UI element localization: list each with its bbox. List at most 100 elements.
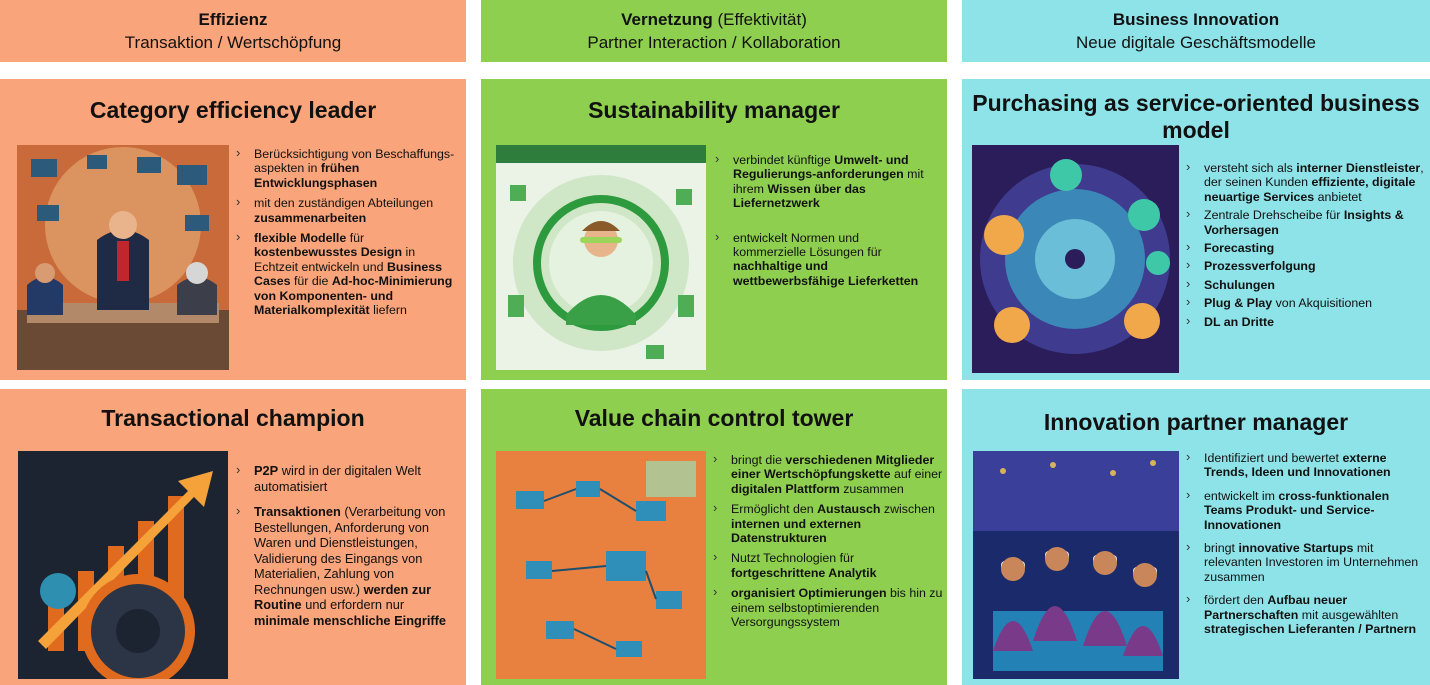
bullet-item: Ermöglicht den Austausch zwischen intern… — [707, 501, 943, 546]
illustration-business-meeting — [17, 145, 229, 370]
bullet-text: (Verarbeitung von Bestellungen, Anforder… — [254, 504, 446, 597]
bullet-text-bold: digitalen Plattform — [731, 481, 840, 496]
column-header-business-innovation: Business Innovation Neue digitale Geschä… — [962, 0, 1430, 62]
card-purchasing-service-model: Purchasing as service-oriented business … — [962, 79, 1430, 380]
bullet-text: bringt — [1204, 541, 1239, 556]
bullet-text-bold: internen und externen Datenstrukturen — [731, 516, 862, 546]
bullet-text-bold: innovative Startups — [1238, 541, 1354, 556]
bullet-text-bold: Schulungen — [1204, 277, 1275, 292]
bullet-text: entwickelt Normen und kommerzielle Lösun… — [733, 230, 882, 260]
bullet-text: verbindet künftige — [733, 153, 835, 167]
bullet-text-bold: Wissen über das Liefernetzwerk — [733, 181, 866, 211]
bullet-text-bold: fortgeschrittene Analytik — [731, 565, 877, 580]
bullet-item: DL an Dritte — [1180, 314, 1426, 329]
illustration-service-hub — [972, 145, 1179, 373]
bullet-text: mit ihrem — [733, 167, 924, 196]
bullet-text-bold: cross-funktionalen Teams Produkt- und Se… — [1204, 488, 1390, 532]
bullet-text: zusammen — [839, 481, 904, 496]
bullet-list: bringt die verschiedenen Mitglieder eine… — [707, 452, 943, 635]
bullet-text: für die — [290, 274, 332, 289]
bullet-text-bold: interner Dienstleister — [1296, 161, 1421, 175]
bullet-text: mit relevanten Investoren im Unternehmen… — [1204, 541, 1419, 584]
bullet-item: Nutzt Technologien für fortgeschrittene … — [707, 550, 943, 580]
bullet-item: organisiert Optimierungen bis hin zu ein… — [707, 585, 943, 630]
bullet-text-bold: organisiert Optimierungen — [731, 586, 887, 601]
bullet-text: für — [346, 231, 365, 246]
bullet-item: flexible Modelle für kostenbewusstes Des… — [230, 230, 462, 318]
bullet-text-bold: Forecasting — [1204, 241, 1275, 256]
bullet-text-bold: nachhaltige und wettbewerbsfähige Liefer… — [733, 259, 919, 288]
bullet-text: versteht sich als — [1204, 161, 1297, 175]
bullet-text-bold: effiziente, digitale neuartige Services — [1204, 175, 1416, 204]
illustration-automation — [18, 451, 228, 679]
column-header-networking: Vernetzung (Effektivität) Partner Intera… — [481, 0, 947, 62]
bullet-item: Forecasting — [1180, 240, 1426, 256]
bullet-text-bold: DL an Dritte — [1204, 314, 1274, 329]
bullet-item: P2P wird in der digitalen Welt automatis… — [230, 462, 462, 494]
bullet-text: von Akquisitionen — [1272, 296, 1373, 311]
bullet-text-bold: Aufbau neuer Partnerschaften — [1204, 593, 1348, 622]
bullet-text-bold: Business Cases — [254, 259, 443, 289]
bullet-text: anbietet — [1314, 189, 1362, 204]
card-title: Value chain control tower — [574, 405, 854, 431]
bullet-item: Plug & Play von Akquisitionen — [1180, 295, 1426, 311]
card-value-chain-control-tower: Value chain control tower bringt die ver… — [481, 389, 947, 685]
bullet-list: Identifiziert und bewertet externe Trend… — [1180, 450, 1426, 642]
bullet-text: mit den zuständigen Abteilungen — [254, 196, 434, 211]
bullet-item: entwickelt Normen und kommerzielle Lösun… — [709, 230, 935, 289]
bullet-list: Berücksichtigung von Beschaffungs-aspekt… — [230, 146, 462, 323]
bullet-text: auf einer — [890, 467, 943, 482]
bullet-item: bringt innovative Startups mit relevante… — [1180, 540, 1426, 584]
bullet-item: Berücksichtigung von Beschaffungs-aspekt… — [230, 146, 462, 190]
bullet-item: Identifiziert und bewertet externe Trend… — [1180, 450, 1426, 480]
bullet-text-bold: externe Trends, Ideen und Innovationen — [1204, 451, 1391, 480]
bullet-text: zwischen — [880, 502, 935, 517]
bullet-item: mit den zuständigen Abteilungen zusammen… — [230, 195, 462, 225]
bullet-text: bis hin zu einem selbstoptimierenden Ver… — [731, 586, 943, 630]
bullet-item: Transaktionen (Verarbeitung von Bestellu… — [230, 503, 462, 628]
bullet-item: entwickelt im cross-funktionalen Teams P… — [1180, 488, 1426, 532]
bullet-text-bold: werden zur Routine — [254, 581, 432, 613]
bullet-list: verbindet künftige Umwelt- und Regulieru… — [709, 152, 935, 294]
bullet-text: , der seinen Kunden — [1204, 161, 1424, 190]
bullet-text-bold: frühen Entwicklungsphasen — [254, 161, 378, 190]
column-title: Business Innovation — [1112, 10, 1280, 29]
bullet-text-bold: Ad-hoc-Minimierung von Komponenten- und … — [254, 274, 453, 318]
bullet-text: liefern — [369, 303, 407, 318]
bullet-text-bold: Prozessverfolgung — [1204, 259, 1316, 274]
bullet-text-bold: verschiedenen Mitglieder einer Wertschöp… — [731, 453, 935, 482]
bullet-text-bold: strategischen Lieferanten / Partnern — [1204, 622, 1417, 637]
illustration-sustainability — [496, 145, 706, 370]
column-subtitle: Transaktion / Wertschöpfung — [124, 33, 342, 52]
card-title: Innovation partner manager — [1043, 409, 1349, 435]
bullet-text-bold: minimale menschliche Eingriffe — [254, 612, 447, 628]
bullet-text-bold: Insights & Vorhersagen — [1204, 208, 1404, 237]
bullet-item: Zentrale Drehscheibe für Insights & Vorh… — [1180, 207, 1426, 237]
bullet-item: verbindet künftige Umwelt- und Regulieru… — [709, 152, 935, 211]
column-title: Vernetzung — [621, 10, 713, 29]
bullet-list: versteht sich als interner Dienstleister… — [1180, 160, 1426, 333]
column-title: Effizienz — [198, 10, 268, 29]
column-header-efficiency: Effizienz Transaktion / Wertschöpfung — [0, 0, 466, 62]
bullet-text-bold: Transaktionen — [254, 504, 341, 519]
bullet-list: P2P wird in der digitalen Welt automatis… — [230, 462, 462, 634]
bullet-text-bold: Plug & Play — [1204, 296, 1273, 311]
bullet-item: bringt die verschiedenen Mitglieder eine… — [707, 452, 943, 496]
illustration-vr-team — [973, 451, 1179, 679]
bullet-text: und erfordern nur — [301, 597, 405, 612]
bullet-text: Identifiziert und bewertet — [1204, 451, 1343, 465]
bullet-text: bringt die — [731, 453, 786, 467]
bullet-text-bold: kostenbewusstes Design — [254, 245, 403, 260]
card-title: Category efficiency leader — [89, 97, 377, 123]
illustration-control-tower — [496, 451, 706, 679]
bullet-text: Ermöglicht den — [731, 502, 818, 517]
card-sustainability-manager: Sustainability manager verbindet künftig… — [481, 79, 947, 380]
bullet-text: in Echtzeit entwickeln und — [254, 245, 416, 274]
bullet-item: Prozessverfolgung — [1180, 258, 1426, 274]
bullet-text-bold: Umwelt- und Regulierungs-anforderungen — [733, 153, 909, 182]
card-category-efficiency-leader: Category efficiency leader Berücksichtig… — [0, 79, 466, 380]
bullet-text-bold: P2P — [254, 463, 279, 478]
card-title: Purchasing as service-oriented business … — [972, 90, 1420, 143]
bullet-item: fördert den Aufbau neuer Partnerschaften… — [1180, 592, 1426, 637]
bullet-text: Nutzt Technologien für — [731, 551, 855, 566]
